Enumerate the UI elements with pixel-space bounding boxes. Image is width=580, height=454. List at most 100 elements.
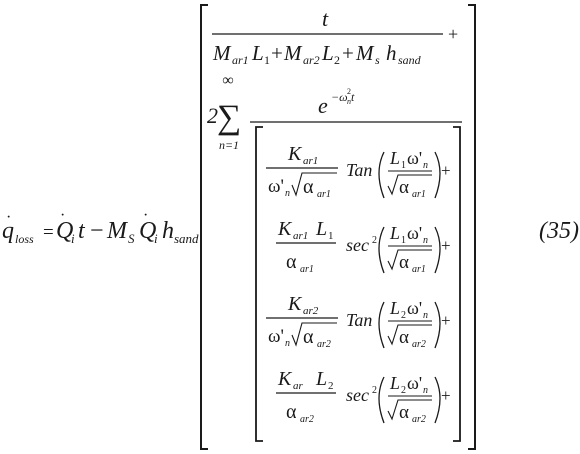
- term-argument-omega-sub: n: [423, 235, 428, 246]
- term-function-power: 2: [372, 235, 377, 246]
- term-trailing-plus: +: [441, 236, 451, 255]
- term-numerator-K: K: [287, 143, 303, 165]
- h-symbol: h: [162, 218, 174, 244]
- term-denominator-alpha-sub: ar1: [300, 264, 314, 275]
- term-left-paren: [378, 226, 385, 274]
- q-subscript: loss: [15, 232, 34, 246]
- Q2-dot-accent: ·: [143, 207, 148, 224]
- term-denominator-alpha: α: [303, 176, 314, 198]
- term-trailing-plus: +: [441, 386, 451, 405]
- term-denominator-alpha-sub: ar2: [300, 414, 314, 425]
- term-denominator-omega: ω': [268, 326, 284, 347]
- term-right-paren: [434, 376, 441, 424]
- term-denominator-radical: [291, 322, 337, 347]
- term-numerator-L: L: [315, 368, 327, 390]
- term-argument-radical: [387, 399, 432, 421]
- term-denominator-radical: [291, 172, 337, 197]
- term-argument-L: L: [389, 148, 400, 168]
- term-argument-alpha-sub: ar1: [412, 189, 426, 200]
- summation: 2 ∑ ∞ n=1 e −ω 2 n t: [207, 72, 462, 152]
- term-trailing-plus: +: [441, 311, 451, 330]
- Ms-symbol: M: [355, 41, 375, 65]
- M-subscript: S: [128, 231, 135, 246]
- term-numerator-L-sub: 2: [328, 380, 334, 392]
- Q2-subscript: i: [154, 231, 158, 246]
- L2-subscript: 2: [334, 53, 340, 67]
- term-argument-alpha: α: [399, 327, 409, 348]
- Q-dot-accent: ·: [60, 207, 65, 224]
- term-denominator-alpha: α: [303, 326, 314, 348]
- term-argument-alpha: α: [399, 177, 409, 198]
- equation-number: (35): [539, 218, 579, 244]
- term-numerator-K: K: [277, 218, 293, 240]
- M2-symbol: M: [283, 41, 303, 65]
- term-argument-omega-sub: n: [423, 310, 428, 321]
- Q-symbol: Q: [56, 218, 73, 244]
- term-argument-omega-sub: n: [423, 385, 428, 396]
- outer-right-bracket: [468, 4, 476, 450]
- term-denominator-alpha: α: [286, 401, 297, 423]
- h-subscript: sand: [174, 231, 199, 246]
- sum-lower-limit: n=1: [219, 138, 239, 152]
- h-sand-symbol: h: [386, 41, 397, 65]
- term-numerator-K-sub: ar2: [303, 305, 319, 317]
- term-numerator-K: K: [287, 293, 303, 315]
- outer-left-bracket: [200, 4, 208, 450]
- Ms-subscript: s: [375, 53, 380, 67]
- Q-subscript: i: [71, 231, 75, 246]
- term-numerator-L: L: [315, 218, 327, 240]
- L2-symbol: L: [321, 41, 334, 65]
- lhs-expression: q · loss = Q · i t − M S Q · i h sand: [2, 207, 199, 246]
- term-argument-omega: ω': [407, 148, 422, 168]
- term-function-power: 2: [372, 385, 377, 396]
- M-symbol: M: [106, 218, 129, 244]
- L1-subscript: 1: [264, 53, 270, 67]
- term-denominator-omega-sub: n: [285, 338, 290, 349]
- term-argument-alpha-sub: ar1: [412, 264, 426, 275]
- term-numerator-K-sub: ar1: [303, 155, 318, 167]
- exp-power-square: 2: [347, 87, 351, 96]
- term-numerator-K: K: [277, 368, 293, 390]
- first-fraction-numerator: t: [322, 6, 329, 31]
- first-plus-1: +: [271, 41, 283, 65]
- term-numerator-K-sub: ar: [293, 380, 304, 392]
- term-numerator-K-sub: ar1: [293, 230, 308, 242]
- term-argument-L: L: [389, 373, 400, 393]
- sum-coefficient: 2: [207, 103, 218, 128]
- term-argument-L: L: [389, 298, 400, 318]
- sum-upper-limit: ∞: [222, 72, 233, 89]
- term-argument-radical: [387, 249, 432, 271]
- term-function-name: Tan: [346, 160, 372, 180]
- term-function-name: Tan: [346, 310, 372, 330]
- term-argument-omega: ω': [407, 223, 422, 243]
- M1-subscript: ar1: [232, 53, 249, 67]
- term-argument-alpha: α: [399, 402, 409, 423]
- term-argument-alpha: α: [399, 252, 409, 273]
- term-argument-L-sub: 1: [401, 160, 406, 171]
- term-argument-L: L: [389, 223, 400, 243]
- term-left-paren: [378, 376, 385, 424]
- first-plus-2: +: [342, 41, 354, 65]
- term-left-paren: [378, 151, 385, 199]
- first-fraction: t M ar1 L 1 + M ar2 L 2 + M s h sand +: [212, 6, 458, 67]
- M1-symbol: M: [212, 41, 232, 65]
- equals-sign: =: [43, 222, 54, 243]
- term-left-paren: [378, 301, 385, 349]
- term-numerator-L-sub: 1: [328, 230, 334, 242]
- term-argument-L-sub: 2: [401, 310, 406, 321]
- term-function-name: sec: [346, 235, 369, 255]
- exp-power-omega: −ω: [331, 90, 348, 104]
- exp-base: e: [318, 93, 328, 118]
- t-symbol: t: [78, 218, 86, 244]
- term-argument-omega: ω': [407, 373, 422, 393]
- term-argument-alpha-sub: ar2: [412, 414, 426, 425]
- term-argument-omega-sub: n: [423, 160, 428, 171]
- inner-right-bracket: [453, 126, 461, 442]
- Q2-symbol: Q: [139, 218, 156, 244]
